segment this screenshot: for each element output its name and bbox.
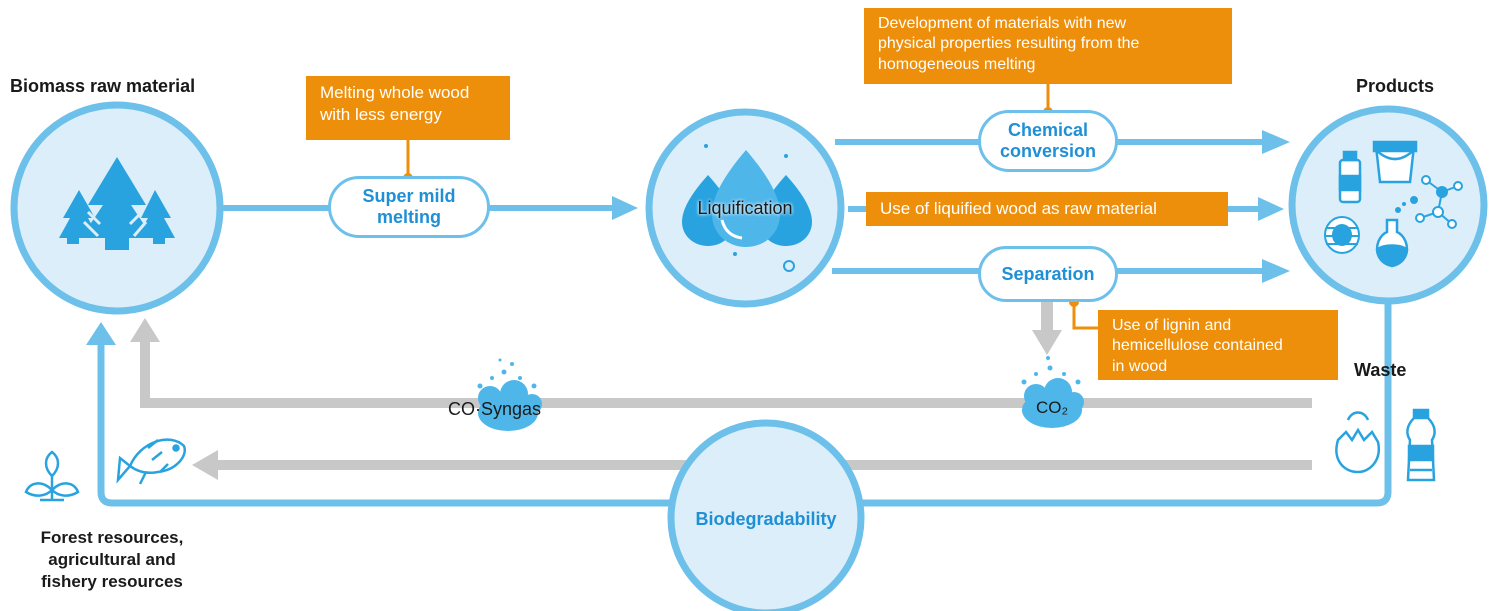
- sprout-icon: [24, 450, 80, 502]
- chemical-conversion-label: Chemical conversion: [999, 120, 1097, 161]
- products-circle: [1288, 105, 1488, 305]
- flask-icon: [1375, 202, 1409, 268]
- separation-label: Separation: [1001, 263, 1095, 284]
- molecule-icon: [1410, 175, 1463, 229]
- bottle-icon: [1338, 150, 1362, 204]
- eggshell-icon: [1335, 411, 1381, 474]
- biomass-title: Biomass raw material: [10, 76, 196, 96]
- cosyngas-label: CO·Syngas: [448, 399, 542, 419]
- gas-cloud-icon: [477, 358, 542, 431]
- note-liquified-wood: Use of liquified wood as raw material: [866, 192, 1228, 226]
- super-mild-melting-label: Super mild melting: [362, 186, 456, 227]
- separation-pill: Separation: [978, 246, 1118, 302]
- note-development: Development of materials with new physic…: [864, 8, 1232, 84]
- note-lignin: Use of lignin and hemicellulose containe…: [1098, 310, 1338, 380]
- water-drop-icon: [682, 144, 812, 272]
- products-title: Products: [1356, 76, 1435, 96]
- liquification-label: Liquification: [697, 198, 793, 218]
- note-melting-wood: Melting whole wood with less energy: [306, 76, 510, 140]
- tree-icon: [59, 157, 175, 250]
- fish-icon: [116, 438, 187, 485]
- plastic-bottle-icon: [1406, 408, 1436, 482]
- bucket-icon: [1372, 140, 1418, 184]
- forest-resources-title: Forest resources, agricultural and fishe…: [40, 528, 184, 592]
- biodegradability-label: Biodegradability: [695, 509, 837, 529]
- waste-title: Waste: [1354, 360, 1407, 380]
- biodegradability-circle: [667, 419, 865, 611]
- co2-cloud-icon: [1021, 356, 1084, 428]
- co2-label: CO₂: [1036, 398, 1069, 417]
- chemical-conversion-pill: Chemical conversion: [978, 110, 1118, 172]
- wire-spool-icon: [1324, 216, 1360, 254]
- super-mild-melting-pill: Super mild melting: [328, 176, 490, 238]
